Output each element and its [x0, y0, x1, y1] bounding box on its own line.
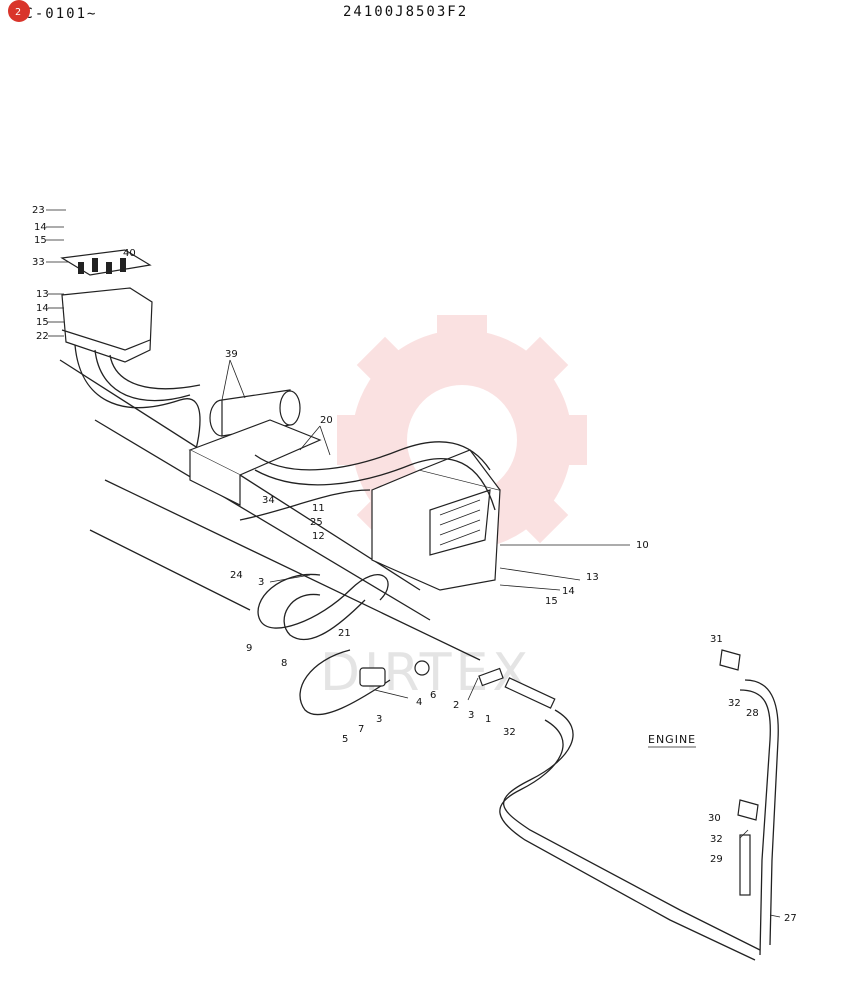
callout-12: 12	[312, 531, 325, 542]
callout-14: 14	[34, 222, 47, 233]
callout-15: 15	[36, 317, 49, 328]
callout-3: 3	[468, 710, 474, 721]
callout-11: 11	[312, 503, 325, 514]
callout-40: 40	[123, 248, 136, 259]
callout-3: 3	[376, 714, 382, 725]
callout-10: 10	[636, 540, 649, 551]
heater-valve-block	[60, 249, 201, 471]
callout-8: 8	[281, 658, 287, 669]
callout-1: 1	[485, 714, 491, 725]
callout-3: 3	[258, 577, 264, 588]
callout-15: 15	[545, 596, 558, 607]
callout-14: 14	[562, 586, 575, 597]
model-range-label: 2 YC-0101∼	[8, 0, 98, 22]
heater-hoses	[239, 441, 496, 521]
callout-23: 23	[32, 205, 45, 216]
model-range-text: YC-0101∼	[14, 6, 98, 22]
callout-13: 13	[586, 572, 599, 583]
valve-fittings	[359, 660, 556, 709]
callout-29: 29	[710, 854, 723, 865]
coiled-hoses	[257, 573, 391, 716]
callout-33: 33	[32, 257, 45, 268]
callout-31: 31	[710, 634, 723, 645]
callout-28: 28	[746, 708, 759, 719]
engine-label: ENGINE	[648, 733, 696, 746]
callout-5: 5	[342, 734, 348, 745]
callout-32: 32	[503, 727, 516, 738]
callout-9: 9	[246, 643, 252, 654]
callout-13: 13	[36, 289, 49, 300]
callout-20: 20	[320, 415, 333, 426]
callout-32: 32	[728, 698, 741, 709]
mounting-bracket	[188, 419, 322, 506]
page-badge: 2	[8, 0, 30, 22]
callout-34: 34	[262, 495, 275, 506]
callout-21: 21	[338, 628, 351, 639]
callout-25: 25	[310, 517, 323, 528]
callout-leaders	[46, 209, 781, 918]
callout-14: 14	[36, 303, 49, 314]
callout-15: 15	[34, 235, 47, 246]
callout-32: 32	[710, 834, 723, 845]
engine-fittings	[719, 649, 759, 896]
callout-6: 6	[430, 690, 436, 701]
engine-supply-pipe	[499, 679, 779, 961]
callout-2: 2	[453, 700, 459, 711]
callout-30: 30	[708, 813, 721, 824]
callout-27: 27	[784, 913, 797, 924]
callout-22: 22	[36, 331, 49, 342]
drawing-number: 24100J8503F2	[343, 4, 469, 20]
callout-24: 24	[230, 570, 243, 581]
callout-39: 39	[225, 349, 238, 360]
callout-4: 4	[416, 697, 422, 708]
callout-7: 7	[358, 724, 364, 735]
